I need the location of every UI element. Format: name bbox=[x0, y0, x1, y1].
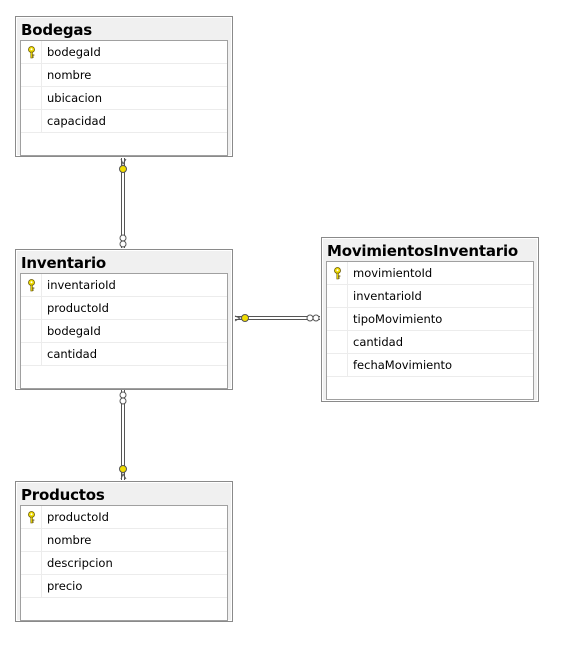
column-list: bodegaId nombre ubicacion capacidad bbox=[20, 40, 228, 156]
column-row[interactable]: tipoMovimiento bbox=[327, 308, 533, 331]
column-name: inventarioId bbox=[47, 278, 116, 292]
column-name: inventarioId bbox=[353, 289, 422, 303]
column-name: productoId bbox=[47, 510, 109, 524]
column-row[interactable]: productoId bbox=[21, 297, 227, 320]
column-row[interactable]: bodegaId bbox=[21, 320, 227, 343]
column-name: fechaMovimiento bbox=[353, 358, 453, 372]
key-icon bbox=[28, 279, 35, 292]
column-row[interactable]: movimientoId bbox=[327, 262, 533, 285]
column-name: bodegaId bbox=[47, 45, 101, 59]
column-name: cantidad bbox=[47, 347, 98, 361]
column-list: productoId nombre descripcion precio bbox=[20, 505, 228, 621]
column-name: ubicacion bbox=[47, 91, 102, 105]
column-name: bodegaId bbox=[47, 324, 101, 338]
column-name: tipoMovimiento bbox=[353, 312, 443, 326]
column-row[interactable]: nombre bbox=[21, 64, 227, 87]
column-name: cantidad bbox=[353, 335, 404, 349]
column-name: capacidad bbox=[47, 114, 106, 128]
column-row[interactable]: ubicacion bbox=[21, 87, 227, 110]
infinity-end-marker-icon bbox=[119, 234, 127, 248]
column-row[interactable]: descripcion bbox=[21, 552, 227, 575]
column-row[interactable]: cantidad bbox=[21, 343, 227, 366]
relation-inventario-productos bbox=[119, 390, 127, 480]
empty-row bbox=[21, 366, 227, 388]
column-row[interactable]: inventarioId bbox=[21, 274, 227, 297]
key-icon bbox=[28, 46, 35, 59]
key-icon bbox=[28, 511, 35, 524]
column-name: movimientoId bbox=[353, 266, 433, 280]
column-list: inventarioId productoId bodegaId cantida… bbox=[20, 273, 228, 389]
relation-bodegas-inventario bbox=[119, 158, 127, 248]
table-title: Bodegas bbox=[21, 21, 93, 39]
table-bodegas[interactable]: Bodegas bodegaId nombre ubicacion capaci… bbox=[15, 16, 233, 157]
column-row[interactable]: cantidad bbox=[327, 331, 533, 354]
column-row[interactable]: capacidad bbox=[21, 110, 227, 133]
column-row[interactable]: nombre bbox=[21, 529, 227, 552]
column-name: nombre bbox=[47, 68, 92, 82]
table-productos[interactable]: Productos productoId nombre descripcion … bbox=[15, 481, 233, 622]
column-row[interactable]: bodegaId bbox=[21, 41, 227, 64]
column-row[interactable]: inventarioId bbox=[327, 285, 533, 308]
column-row[interactable]: fechaMovimiento bbox=[327, 354, 533, 377]
table-title: Productos bbox=[21, 486, 105, 504]
table-movimientos-inventario[interactable]: MovimientosInventario movimientoId inven… bbox=[321, 237, 539, 402]
column-name: descripcion bbox=[47, 556, 113, 570]
key-end-marker-icon bbox=[119, 158, 127, 173]
column-list: movimientoId inventarioId tipoMovimiento… bbox=[326, 261, 534, 400]
column-name: precio bbox=[47, 579, 83, 593]
key-end-marker-icon bbox=[119, 465, 127, 480]
table-inventario[interactable]: Inventario inventarioId productoId bodeg… bbox=[15, 249, 233, 390]
table-title: Inventario bbox=[21, 254, 107, 272]
key-icon bbox=[334, 267, 341, 280]
empty-row bbox=[21, 133, 227, 155]
key-end-marker-icon bbox=[234, 314, 249, 322]
column-name: productoId bbox=[47, 301, 109, 315]
table-title: MovimientosInventario bbox=[327, 242, 519, 260]
relation-inventario-movimientos bbox=[234, 314, 320, 322]
empty-row bbox=[327, 377, 533, 399]
infinity-end-marker-icon bbox=[306, 314, 320, 322]
column-row[interactable]: productoId bbox=[21, 506, 227, 529]
infinity-end-marker-icon bbox=[119, 391, 127, 405]
column-name: nombre bbox=[47, 533, 92, 547]
column-row[interactable]: precio bbox=[21, 575, 227, 598]
empty-row bbox=[21, 598, 227, 620]
